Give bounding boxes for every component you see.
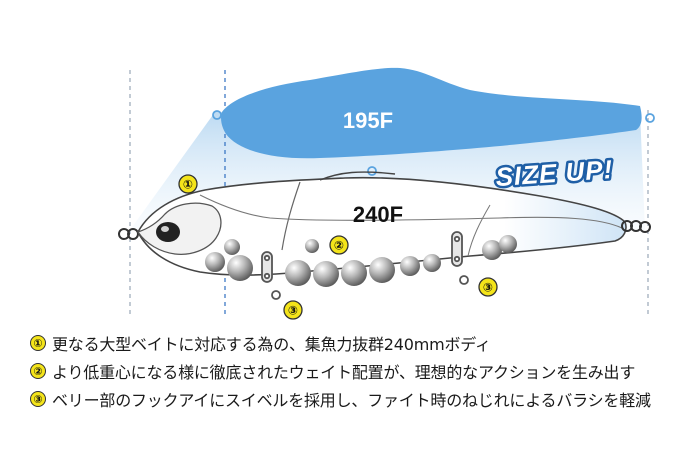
callout-text-2: より低重心になる様に徹底されたウェイト配置が、理想的なアクションを生み出す: [52, 363, 636, 382]
callout-3: ③ ベリー部のフックアイにスイベルを採用し、ファイト時のねじれによるバラシを軽減: [30, 386, 670, 412]
lure-195f: 195F: [212, 67, 655, 176]
hook-eye-swivel-1: [261, 251, 281, 300]
callout-text-3: ベリー部のフックアイにスイベルを採用し、ファイト時のねじれによるバラシを軽減: [52, 391, 651, 410]
svg-text:③: ③: [288, 304, 298, 318]
label-240f: 240F: [353, 202, 403, 227]
callout-number-2: ②: [30, 363, 46, 379]
svg-text:②: ②: [334, 239, 344, 253]
hook-eye-swivel-2: [451, 231, 469, 285]
weight-balls: [205, 235, 517, 287]
callout-text-1: 更なる大型ベイトに対応する為の、集魚力抜群240mmボディ: [52, 335, 491, 354]
marker-3-front: ③: [283, 300, 303, 320]
callout-number-1: ①: [30, 335, 46, 351]
callout-number-3: ③: [30, 391, 46, 407]
marker-3-rear: ③: [478, 277, 498, 297]
lure-195f-body: [221, 67, 642, 159]
feature-callouts: ① 更なる大型ベイトに対応する為の、集魚力抜群240mmボディ ② より低重心に…: [30, 330, 670, 414]
lure-size-diagram: 195F SIZE UP!: [118, 67, 655, 320]
lure-eye: [156, 222, 180, 242]
callout-1: ① 更なる大型ベイトに対応する為の、集魚力抜群240mmボディ: [30, 330, 670, 356]
svg-text:①: ①: [183, 178, 193, 192]
label-195f: 195F: [343, 108, 393, 133]
callout-2: ② より低重心になる様に徹底されたウェイト配置が、理想的なアクションを生み出す: [30, 358, 670, 384]
svg-text:③: ③: [483, 281, 493, 295]
marker-2: ②: [329, 235, 349, 255]
marker-1: ①: [178, 174, 198, 194]
